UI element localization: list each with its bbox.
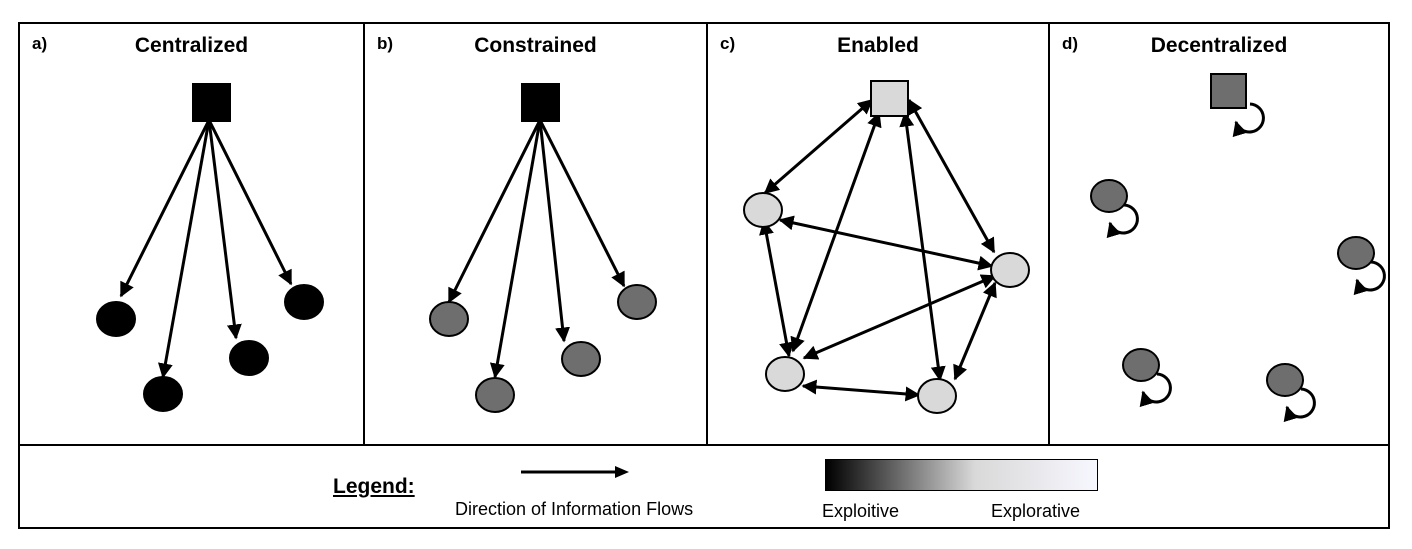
panel-constrained: b) Constrained — [363, 24, 706, 444]
member-node — [617, 284, 657, 320]
flow-label: Direction of Information Flows — [455, 499, 694, 519]
member-node — [917, 378, 957, 414]
panel-title: Enabled — [837, 34, 919, 57]
flow-edge — [538, 119, 626, 288]
flow-edge — [157, 119, 211, 379]
enabled-network — [743, 80, 1030, 414]
flow-edge — [801, 379, 921, 402]
gradient-label-explorative: Explorative — [991, 501, 1081, 521]
panel-title: Decentralized — [1150, 34, 1288, 57]
self-loop — [1283, 387, 1316, 423]
legend: Legend: Direction of Information Flows E… — [20, 444, 1388, 527]
flow-edge — [447, 119, 542, 304]
flow-edge — [899, 111, 946, 382]
panel-title: Centralized — [134, 34, 249, 57]
decentralized-network — [1090, 73, 1386, 423]
leader-node — [1210, 73, 1247, 109]
panel-title: Constrained — [474, 34, 597, 57]
member-node — [1337, 236, 1375, 270]
panel-centralized: a) Centralized — [20, 24, 363, 444]
flow-edge — [778, 215, 994, 271]
leader-node — [192, 83, 231, 122]
member-node — [1090, 179, 1128, 213]
member-node — [1266, 363, 1304, 397]
panel-letter: b) — [377, 34, 394, 53]
self-loop — [1232, 102, 1265, 138]
member-node — [561, 341, 601, 377]
self-loop — [1139, 372, 1172, 408]
figure-frame: a) Centralized b) Constrained — [18, 22, 1390, 529]
flow-edge — [802, 274, 997, 360]
flow-edge — [489, 119, 542, 379]
member-node — [96, 301, 136, 337]
self-loop — [1106, 203, 1139, 239]
flow-edge — [759, 219, 794, 358]
exploitive-explorative-gradient — [825, 459, 1098, 491]
member-node — [1122, 348, 1160, 382]
flow-edge — [538, 119, 570, 343]
panel-letter: a) — [32, 34, 48, 53]
self-loop — [1353, 260, 1386, 296]
leader-node — [870, 80, 909, 117]
panel-letter: c) — [720, 34, 736, 53]
gradient-label-exploitive: Exploitive — [822, 501, 900, 521]
member-node — [429, 301, 469, 337]
flow-edge — [207, 119, 242, 340]
constrained-network — [429, 83, 657, 413]
legend-title: Legend: — [333, 475, 415, 498]
panel-enabled: c) Enabled — [706, 24, 1048, 444]
flow-edge — [953, 281, 997, 381]
member-node — [990, 252, 1030, 288]
member-node — [765, 356, 805, 392]
flow-edge — [119, 119, 211, 298]
member-node — [475, 377, 515, 413]
flow-edge — [907, 98, 996, 254]
centralized-network — [96, 83, 324, 412]
panel-letter: d) — [1062, 34, 1079, 53]
leader-node — [521, 83, 560, 122]
member-node — [743, 192, 783, 228]
member-node — [284, 284, 324, 320]
panel-decentralized: d) Decentralized — [1048, 24, 1388, 444]
flow-arrow-icon — [521, 466, 629, 478]
flow-edge — [207, 119, 293, 286]
member-node — [143, 376, 183, 412]
member-node — [229, 340, 269, 376]
